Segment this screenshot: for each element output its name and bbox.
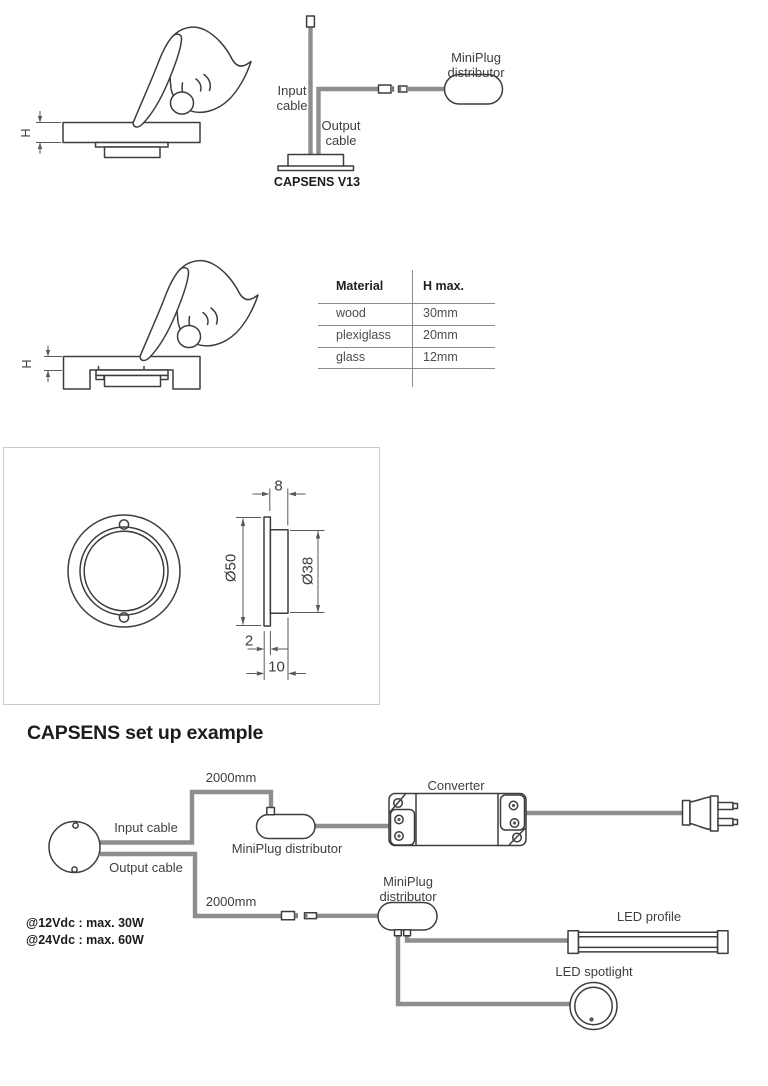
led-profile-label: LED profile: [616, 909, 682, 924]
table-line-1: [318, 303, 495, 304]
miniplug-distributor-label: MiniPlug distributor: [447, 50, 505, 80]
power-plug-shape: [681, 795, 739, 832]
capsens-device-drawing: [277, 15, 504, 172]
power-24v-label: @24Vdc : max. 60W: [26, 932, 144, 947]
setup-title: CAPSENS set up example: [27, 722, 264, 744]
dim-label-d38: Ø38: [299, 556, 317, 586]
output-cable-label: Output cable: [321, 118, 361, 148]
cable-length-1-label: 2000mm: [205, 770, 257, 785]
mount-hole-top: [118, 519, 130, 530]
miniplug-distributor-shape: [443, 73, 504, 105]
table-cell-hmax-1: 20mm: [423, 328, 458, 342]
dim-label-8: 8: [274, 477, 283, 495]
table-header-material: Material: [336, 279, 384, 293]
dim-label-10: 10: [268, 658, 285, 676]
led-spotlight-shape: [569, 981, 618, 1031]
table-cell-hmax-0: 30mm: [423, 306, 458, 320]
setup-output-cable: [100, 851, 281, 919]
table-cell-material-1: plexiglass: [336, 328, 391, 342]
setup-output-cable-label: Output cable: [109, 859, 183, 875]
setup-input-cable-label: Input cable: [114, 819, 178, 835]
height-label-1: H: [19, 127, 33, 138]
dimension-d38: [290, 530, 325, 613]
mount-hole-bottom: [118, 612, 130, 623]
power-12v-label: @12Vdc : max. 30W: [26, 916, 144, 930]
led-profile-shape: [567, 930, 729, 955]
capsens-body-shape: [287, 153, 345, 168]
input-cable-label: Input cable: [276, 83, 308, 113]
converter-shape: [388, 792, 527, 847]
table-line-3: [318, 347, 495, 348]
capsens-sensor-shape: [48, 820, 101, 874]
table-line-2: [318, 325, 495, 326]
recessed-panel-drawing: [44, 259, 259, 390]
dimension-2: [247, 631, 288, 680]
table-cell-hmax-2: 12mm: [423, 350, 458, 364]
cable-length-2-label: 2000mm: [205, 894, 257, 909]
capsens-flange-shape: [277, 165, 355, 172]
dimension-10: [246, 617, 306, 680]
dimension-8: [252, 488, 306, 526]
miniplug-distributor-2-shape: [377, 901, 438, 931]
miniplug-2-label: MiniPlug distributor: [379, 874, 437, 904]
converter-label: Converter: [427, 778, 485, 793]
table-divider-vertical: [412, 270, 413, 387]
table-line-4: [318, 368, 495, 369]
miniplug-1-label: MiniPlug distributor: [231, 841, 343, 856]
height-label-2: H: [20, 358, 34, 369]
setup-diagram: [48, 789, 739, 1031]
height-dimension-2: [44, 345, 62, 382]
capsens-v13-label: CAPSENS V13: [273, 175, 361, 189]
miniplug-distributor-1-shape: [255, 813, 316, 840]
front-view-drawing: [67, 514, 181, 628]
height-dimension-1: [36, 111, 61, 154]
dim-label-d50: Ø50: [222, 553, 240, 583]
dim-label-2: 2: [244, 632, 254, 650]
side-view-drawing: [236, 488, 325, 680]
setup-input-cable: [100, 789, 274, 845]
dimensions-box: [3, 447, 380, 705]
led-spotlight-label: LED spotlight: [555, 963, 633, 979]
table-cell-material-2: glass: [336, 350, 366, 364]
dimension-d50: [236, 517, 261, 626]
hand-illustration-1: [132, 26, 252, 128]
table-cell-material-0: wood: [336, 306, 366, 320]
materials-table: Material H max. wood 30mm plexiglass 20m…: [318, 270, 495, 388]
table-header-hmax: H max.: [423, 279, 464, 293]
hand-illustration-2: [139, 259, 259, 362]
surface-panel-drawing: [36, 26, 252, 159]
